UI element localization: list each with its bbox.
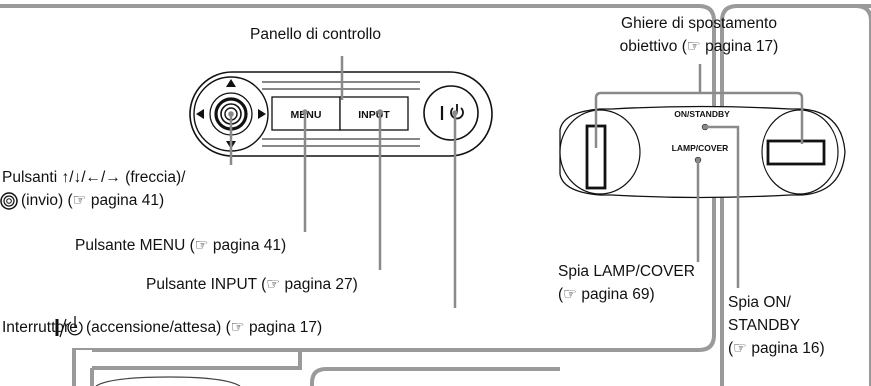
control-panel-title: Panello di controllo [250,26,381,43]
leader-power-dot [452,110,458,116]
lamp-cover-label-line1: Spia LAMP/COVER [558,263,695,280]
lamp-cover-text: LAMP/COVER [672,143,729,153]
leader-arrows-dot [228,111,234,117]
lower-panel-frame [310,367,560,386]
leader-menu-dot [302,109,308,115]
arrow-left-icon[interactable] [196,109,204,119]
input-button-text: INPUT [358,109,390,121]
arrows-label-line1: Pulsanti ↑/↓/←/→ (freccia)/ [2,169,186,186]
arrow-up-icon[interactable] [226,79,236,87]
sub-device-outline [95,376,241,386]
on-standby-label-line1: Spia ON/ [728,294,791,311]
input-label: Pulsante INPUT (☞ pagina 27) [146,276,358,293]
leader-on-standby-dot [702,124,708,130]
leader-input-dot [377,109,383,115]
power-label-rest: (accensione/attesa) (☞ pagina 17) [86,319,323,336]
lens-shift-label-line2: obiettivo (☞ pagina 17) [619,38,779,55]
projector-top: ON/STANDBY LAMP/COVER [559,105,846,199]
left-panel-frame-bottom-fill [74,350,92,386]
leader-lamp-cover-dot [695,157,701,163]
arrow-right-icon[interactable] [258,109,266,119]
lens-shift-label-line1: Ghiere di spostamento [621,15,777,32]
menu-label: Pulsante MENU (☞ pagina 41) [75,237,287,254]
power-label-prefix: Interruttore [2,319,78,336]
on-standby-text: ON/STANDBY [674,109,730,119]
enter-icon [0,192,18,210]
right-lens-shift-dial[interactable] [766,139,826,166]
lamp-cover-label-line2: (☞ pagina 69) [558,286,655,303]
left-panel-stem [72,350,94,386]
on-standby-label-line2: STANDBY [728,317,801,334]
power-standby-icon [55,316,83,338]
on-standby-label-line3: (☞ pagina 16) [728,340,825,357]
leader-on-standby [705,125,740,288]
arrows-label-line2: (invio) (☞ pagina 41) [21,192,165,209]
input-button[interactable] [339,96,409,131]
